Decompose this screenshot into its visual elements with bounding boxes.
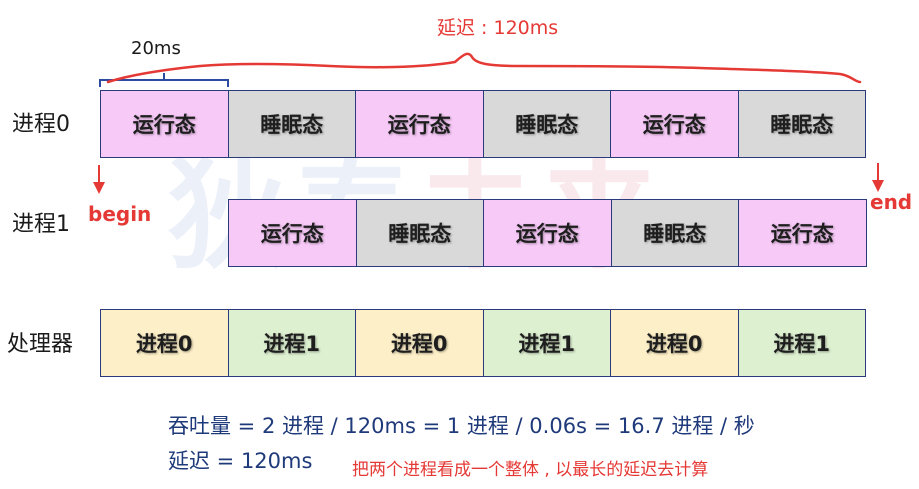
latency-formula: 延迟 = 120ms bbox=[168, 449, 313, 473]
proc1-cell: 睡眠态 bbox=[355, 199, 484, 267]
latency-note: 把两个进程看成一个整体 , 以最长的延迟去计算 bbox=[352, 460, 709, 480]
interval-label: 20ms bbox=[131, 38, 181, 59]
cpu-cell: 进程1 bbox=[227, 309, 356, 377]
latency-top-label: 延迟 : 120ms bbox=[437, 17, 559, 39]
process0-timeline: 运行态睡眠态运行态睡眠态运行态睡眠态 bbox=[100, 90, 866, 158]
begin-label: begin bbox=[88, 202, 152, 226]
cpu-cell: 进程1 bbox=[737, 309, 866, 377]
interval-bracket bbox=[99, 79, 229, 87]
cpu-cell: 进程0 bbox=[100, 309, 229, 377]
cpu-cell: 进程0 bbox=[355, 309, 484, 377]
proc1-cell: 睡眠态 bbox=[610, 199, 739, 267]
latency-curve bbox=[106, 52, 862, 84]
proc0-cell: 运行态 bbox=[355, 90, 484, 158]
throughput-formula: 吞吐量 = 2 进程 / 120ms = 1 进程 / 0.06s = 16.7… bbox=[168, 414, 755, 438]
proc0-cell: 运行态 bbox=[100, 90, 229, 158]
proc0-cell: 运行态 bbox=[610, 90, 739, 158]
row-label-processor: 处理器 bbox=[7, 332, 74, 357]
proc0-cell: 睡眠态 bbox=[227, 90, 356, 158]
end-label: end bbox=[870, 190, 913, 214]
cpu-cell: 进程0 bbox=[610, 309, 739, 377]
cpu-cell: 进程1 bbox=[482, 309, 611, 377]
row-label-process0: 进程0 bbox=[12, 112, 70, 137]
proc1-cell: 运行态 bbox=[483, 199, 612, 267]
begin-arrow-head bbox=[93, 182, 105, 194]
proc1-cell: 运行态 bbox=[738, 199, 867, 267]
proc0-cell: 睡眠态 bbox=[737, 90, 866, 158]
proc1-cell: 运行态 bbox=[228, 199, 357, 267]
process1-timeline: 运行态睡眠态运行态睡眠态运行态 bbox=[228, 199, 867, 267]
row-label-process1: 进程1 bbox=[12, 212, 70, 237]
proc0-cell: 睡眠态 bbox=[482, 90, 611, 158]
